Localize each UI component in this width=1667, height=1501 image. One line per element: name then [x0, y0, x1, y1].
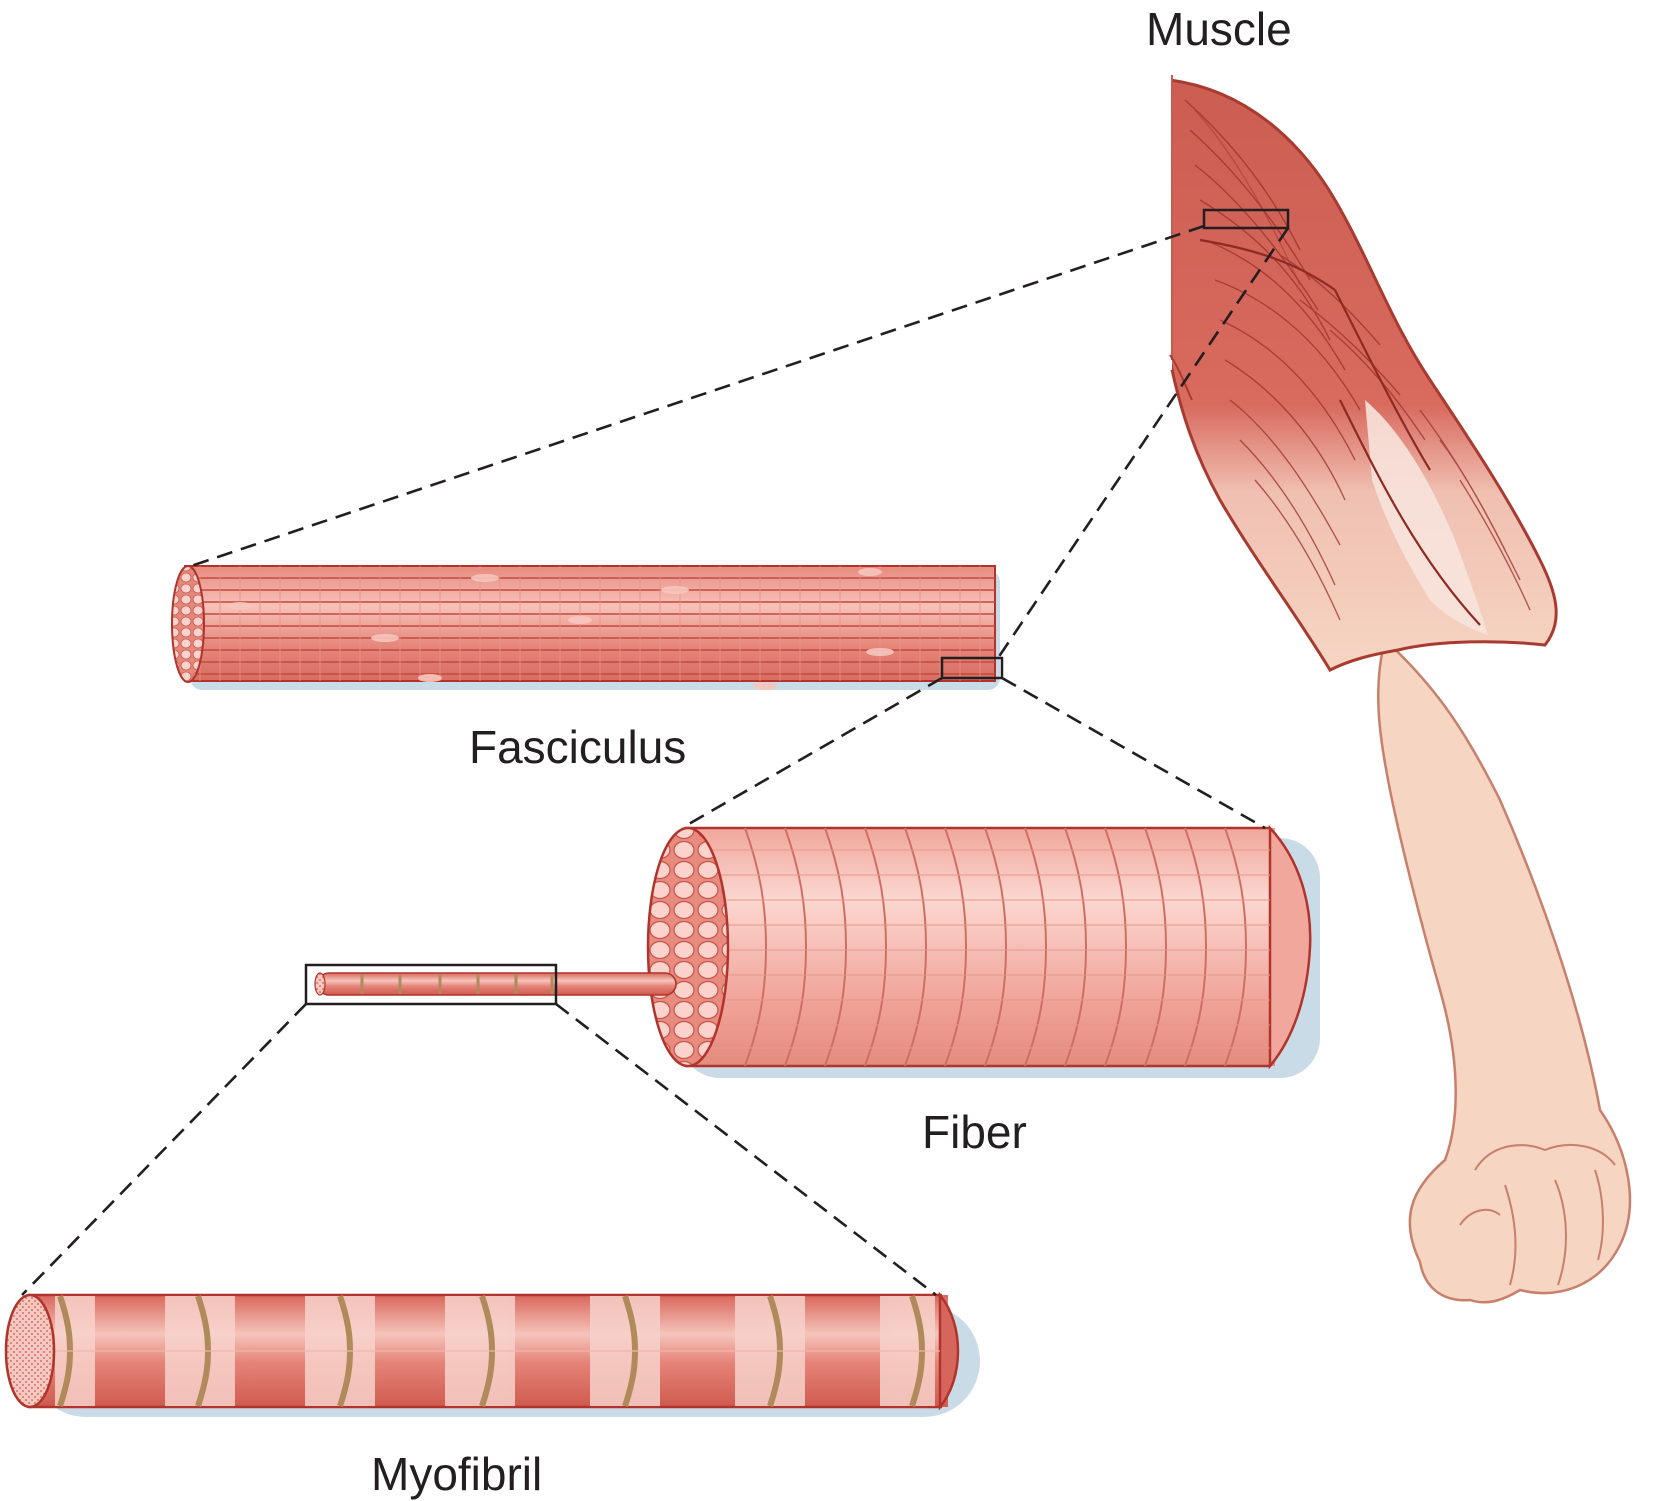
fiber-myofibril-lines [700, 849, 1270, 1049]
arm-striations [1184, 99, 1531, 621]
arm-muscle-divisions [1199, 238, 1481, 626]
connector-fasciculus-to-fiber-right [1001, 676, 1266, 830]
fasciculus-illustration [171, 565, 1004, 690]
fiber-sarcomere-bands [744, 827, 1248, 1067]
fasciculus-callout-box [940, 656, 1004, 680]
connector-fiber-to-myofibril-right [555, 1002, 937, 1297]
connector-fasciculus-to-fiber-left [681, 676, 943, 830]
fiber-end-face [646, 826, 730, 1068]
fiber-right-cap [1268, 824, 1312, 1070]
connector-muscle-to-fasciculus-left [187, 224, 1205, 569]
fist-details [1459, 1144, 1616, 1286]
upper-arm-muscle [1168, 78, 1558, 672]
connector-muscle-to-fasciculus-right [996, 227, 1290, 659]
fasciculus-body [184, 565, 996, 682]
fasciculus-nuclei [228, 568, 894, 690]
myofibril-right-cap [938, 1291, 960, 1411]
label-muscle: Muscle [1146, 3, 1292, 55]
connector-fiber-to-myofibril-left [21, 1003, 307, 1296]
fiber-body [685, 828, 1275, 1066]
myofibril-end-face [4, 1293, 56, 1409]
fasciculus-end-face [171, 565, 205, 683]
tendon-highlight [1365, 400, 1488, 635]
zoom-connector-lines [21, 224, 1290, 1297]
arm-illustration [1150, 70, 1632, 1304]
forearm-skin [1376, 637, 1632, 1304]
extracted-myofibril [317, 972, 677, 996]
label-fiber: Fiber [922, 1106, 1027, 1158]
myofibril-callout-box [304, 963, 558, 1006]
fiber-illustration [304, 824, 1320, 1078]
muscle-callout-box [1202, 208, 1290, 230]
myofibril-illustration [4, 1291, 980, 1417]
extracted-myofibril-bands [360, 974, 554, 994]
label-myofibril: Myofibril [371, 1448, 543, 1500]
label-fasciculus: Fasciculus [469, 721, 687, 773]
